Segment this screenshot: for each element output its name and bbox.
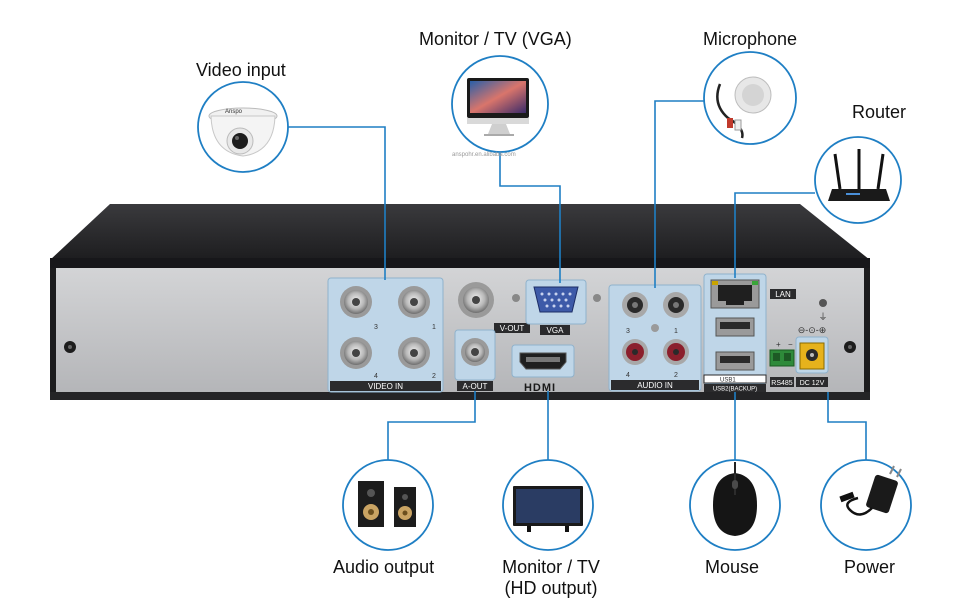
lan-usb-panel: USB1 USB2(BACKUP) bbox=[703, 273, 767, 393]
rca-port-1 bbox=[663, 292, 689, 318]
line-vga bbox=[499, 153, 561, 283]
usb2-backup-label: USB2(BACKUP) bbox=[713, 387, 757, 393]
video-input-bubble: Anspo bbox=[197, 81, 289, 173]
usb-port-2 bbox=[715, 351, 755, 371]
label-power: Power bbox=[844, 557, 896, 577]
usb-port-1 bbox=[715, 317, 755, 337]
audio-output-bubble bbox=[342, 459, 434, 551]
mouse-icon bbox=[713, 462, 757, 536]
dome-camera-icon: Anspo bbox=[208, 107, 278, 157]
label-audio-output: Audio output bbox=[333, 557, 435, 577]
v-out-label: V-OUT bbox=[500, 324, 525, 333]
usb1-label: USB1 bbox=[720, 378, 736, 384]
tv-icon bbox=[513, 486, 583, 532]
bnc-port-4 bbox=[340, 337, 372, 369]
camera-brand-logo: Anspo bbox=[225, 109, 243, 115]
speakers-icon bbox=[358, 481, 416, 527]
rs485-label: RS485 bbox=[771, 380, 793, 387]
label-router: Router bbox=[852, 102, 907, 122]
bnc-port-1 bbox=[398, 286, 430, 318]
audio-ch4-label: 4 bbox=[626, 372, 630, 379]
ground-screw bbox=[819, 299, 827, 307]
rs485-plus-label: + bbox=[776, 340, 781, 349]
router-bubble bbox=[814, 136, 902, 224]
label-monitor-hd-line1: Monitor / TV bbox=[502, 557, 600, 577]
audio-in-panel: 3 1 4 2 AUDIO IN bbox=[608, 284, 702, 392]
label-monitor-vga: Monitor / TV (VGA) bbox=[419, 29, 572, 49]
bnc-port-3 bbox=[340, 286, 372, 318]
a-out-label: A-OUT bbox=[463, 382, 488, 391]
video-in-panel: 3 1 4 2 VIDEO IN bbox=[327, 277, 444, 393]
rs485-minus-label: − bbox=[788, 340, 793, 349]
vga-port: VGA bbox=[512, 279, 601, 335]
power-bubble bbox=[820, 459, 912, 551]
watermark: anspohr.en.alibaba.com bbox=[452, 152, 516, 158]
audio-ch1-label: 1 bbox=[674, 328, 678, 335]
audio-ch2-label: 2 bbox=[674, 372, 678, 379]
line-audio-output bbox=[387, 391, 476, 460]
callout-lines bbox=[287, 100, 867, 460]
bnc-port-2 bbox=[398, 337, 430, 369]
channel-3-label: 3 bbox=[374, 324, 378, 331]
vga-label: VGA bbox=[547, 326, 565, 335]
label-mouse: Mouse bbox=[705, 557, 760, 577]
lan-port bbox=[710, 279, 760, 309]
v-out-port: V-OUT bbox=[458, 282, 530, 333]
label-monitor-hd-line2: (HD output) bbox=[504, 578, 598, 598]
line-microphone bbox=[654, 100, 705, 288]
router-icon bbox=[828, 149, 890, 201]
rca-port-3 bbox=[622, 292, 648, 318]
channel-4-label: 4 bbox=[374, 373, 378, 380]
svg-text:⊖-⊙-⊕: ⊖-⊙-⊕ bbox=[798, 325, 827, 335]
channel-1-label: 1 bbox=[432, 324, 436, 331]
right-port-area: LAN ⏚ + − RS485 ⊖-⊙-⊕ DC 12V bbox=[769, 289, 829, 387]
rs485-terminal bbox=[769, 349, 795, 367]
dc12v-label: DC 12V bbox=[800, 380, 825, 387]
hdmi-label: HDMI bbox=[524, 382, 556, 394]
channel-2-label: 2 bbox=[432, 373, 436, 380]
rca-port-4 bbox=[622, 339, 648, 365]
desktop-monitor-icon bbox=[467, 78, 529, 136]
video-in-label: VIDEO IN bbox=[368, 382, 403, 391]
line-router bbox=[734, 192, 815, 278]
svg-text:⏚: ⏚ bbox=[818, 312, 827, 322]
audio-ch3-label: 3 bbox=[626, 328, 630, 335]
lan-label: LAN bbox=[775, 290, 791, 299]
label-video-input: Video input bbox=[196, 60, 286, 80]
dc-power-jack bbox=[795, 336, 829, 374]
microphone-icon bbox=[716, 76, 772, 139]
rca-port-2 bbox=[663, 339, 689, 365]
mouse-bubble bbox=[689, 459, 781, 551]
audio-in-label: AUDIO IN bbox=[637, 381, 673, 390]
a-out-port: A-OUT bbox=[454, 329, 496, 391]
hd-monitor-bubble bbox=[502, 459, 594, 551]
line-power bbox=[827, 392, 867, 460]
line-video-input bbox=[287, 126, 386, 280]
power-adapter-icon bbox=[839, 465, 902, 516]
vga-monitor-bubble bbox=[451, 55, 549, 153]
label-microphone: Microphone bbox=[703, 29, 798, 49]
microphone-bubble bbox=[703, 51, 797, 145]
